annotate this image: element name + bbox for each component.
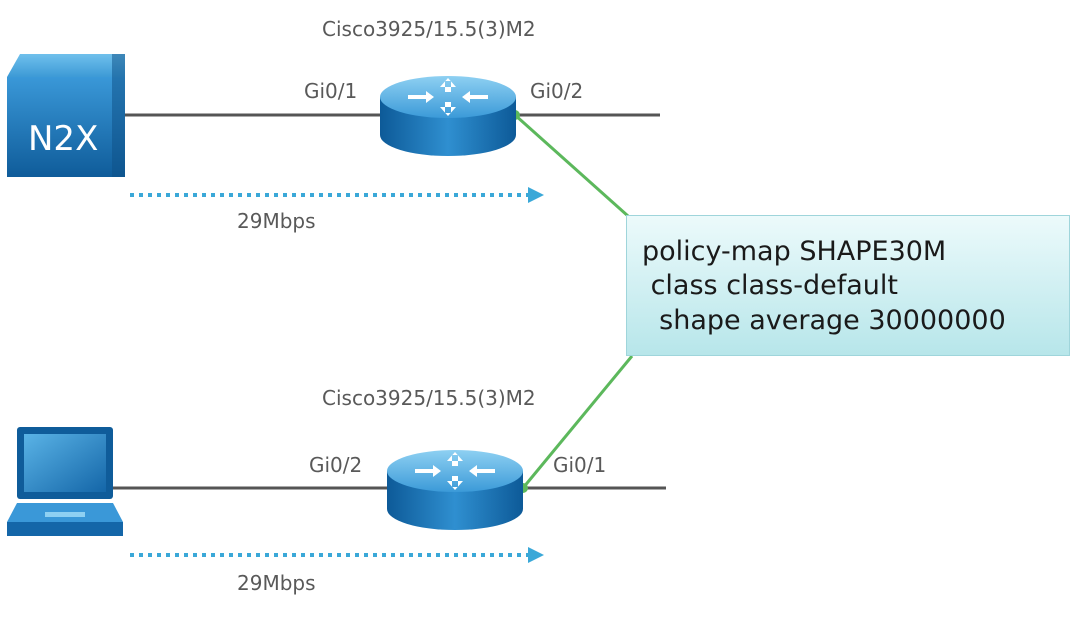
config-line-class: class class-default bbox=[642, 270, 898, 301]
callout-connector-top bbox=[514, 113, 629, 218]
router-2-model: Cisco3925/15.5(3)M2 bbox=[322, 386, 536, 410]
router-2-left-port: Gi0/2 bbox=[309, 453, 363, 477]
n2x-device-icon bbox=[7, 54, 125, 177]
router-1-right-port: Gi0/2 bbox=[530, 79, 584, 103]
config-line-shape: shape average 30000000 bbox=[642, 305, 1006, 336]
flow-arrow-1 bbox=[130, 187, 544, 203]
router-2-right-port: Gi0/1 bbox=[553, 453, 607, 477]
laptop-icon bbox=[7, 427, 123, 536]
config-callout: policy-map SHAPE30M class class-default … bbox=[626, 215, 1070, 356]
router-1-left-port: Gi0/1 bbox=[304, 79, 358, 103]
flow-2-rate: 29Mbps bbox=[237, 571, 316, 595]
flow-1-rate: 29Mbps bbox=[237, 209, 316, 233]
callout-connector-bottom bbox=[521, 355, 634, 489]
router-1-icon bbox=[380, 76, 516, 156]
n2x-label: N2X bbox=[28, 119, 99, 159]
flow-arrow-2 bbox=[130, 547, 544, 563]
config-line-policy-map: policy-map SHAPE30M bbox=[642, 236, 947, 267]
router-1-model: Cisco3925/15.5(3)M2 bbox=[322, 17, 536, 41]
router-2-icon bbox=[387, 450, 523, 530]
